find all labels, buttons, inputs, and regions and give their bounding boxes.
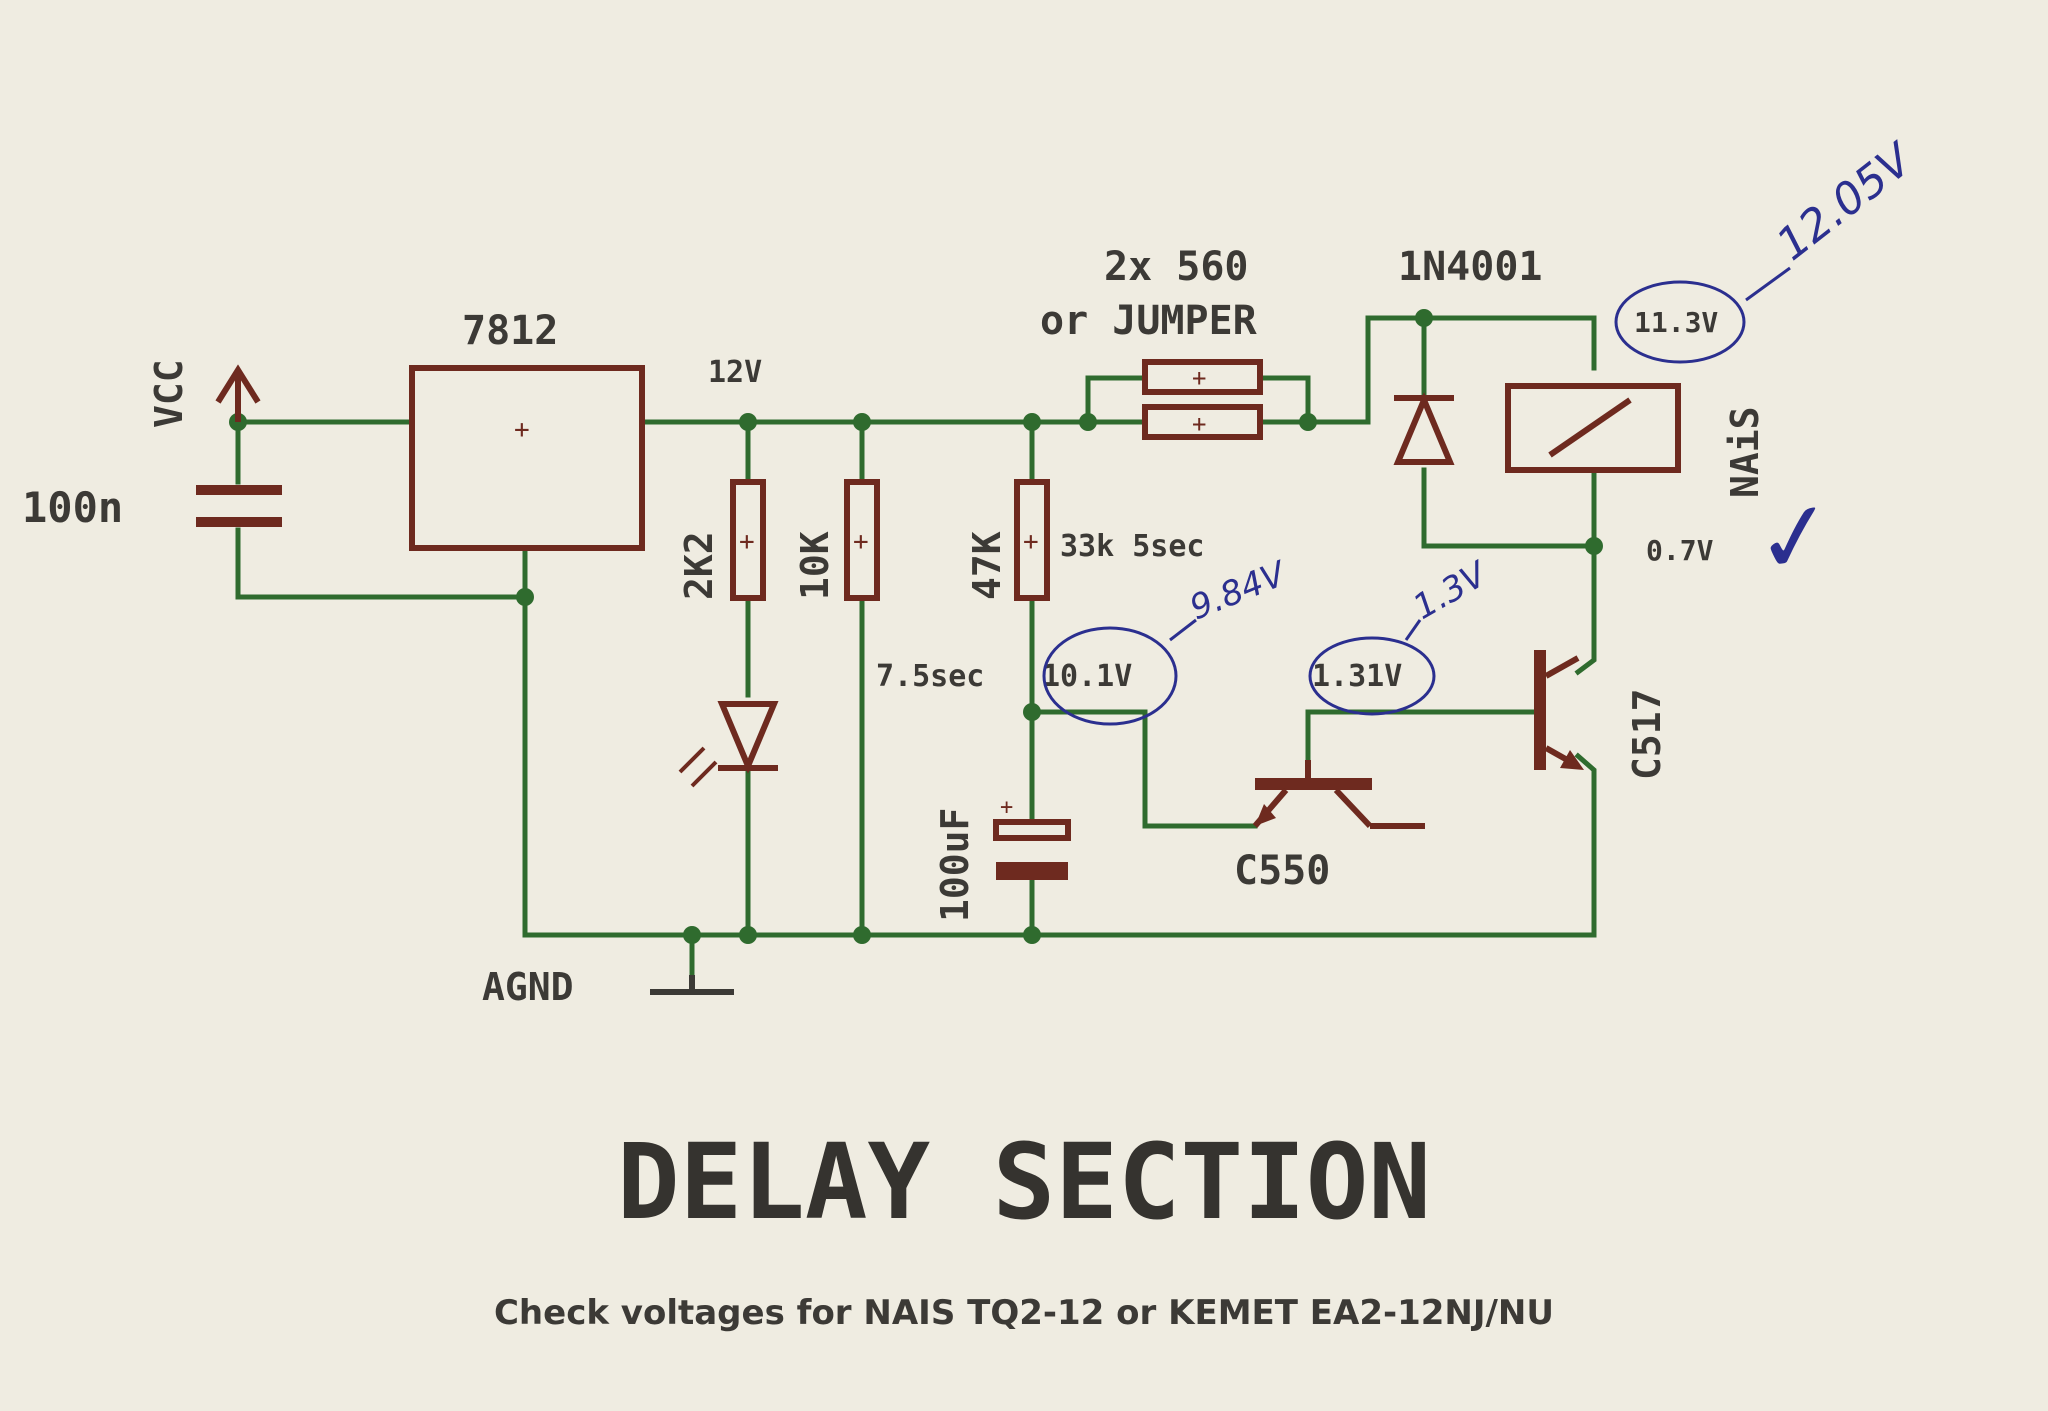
agnd-label: AGND [482, 965, 574, 1009]
junction [739, 926, 757, 944]
wire-cap-gnd [235, 527, 528, 600]
wire-relay-to-c517 [1574, 467, 1597, 676]
trans-c517-label: C517 [1625, 688, 1669, 780]
page-subtitle: Check voltages for NAIS TQ2-12 or KEMET … [494, 1293, 1554, 1333]
transistor-c550 [1252, 760, 1425, 829]
voltage-11-3v: 11.3V [1634, 306, 1718, 339]
leader-12-05v [1745, 266, 1791, 302]
wire-to-resistor-upper [1085, 375, 1148, 425]
res-560-label: 2x 560 [1104, 244, 1249, 290]
res-2k2-label: 2K2 [677, 531, 721, 600]
junction [516, 588, 534, 606]
junction [853, 413, 871, 431]
resistor-2k2: + [730, 479, 766, 601]
ground-symbol [650, 975, 734, 995]
junction [683, 926, 701, 944]
junctions [229, 309, 1603, 944]
svg-text:+: + [1023, 527, 1039, 557]
regulator-7812: + [409, 365, 645, 551]
junction [1023, 413, 1041, 431]
reg-7812-label: 7812 [462, 308, 558, 354]
relay-nais-label: NAiS [1723, 406, 1767, 498]
junction [1415, 309, 1433, 327]
junction [1023, 926, 1041, 944]
svg-text:+: + [1192, 364, 1206, 392]
svg-text:+: + [1192, 410, 1206, 438]
resistor-10k: + [844, 479, 880, 601]
note-33k-label: 33k 5sec [1060, 529, 1205, 564]
page-title: DELAY SECTION [617, 1121, 1431, 1243]
svg-text:+: + [853, 527, 869, 557]
ring-10-1v [1042, 626, 1178, 726]
wires [235, 315, 1597, 978]
svg-text:+: + [1000, 795, 1013, 820]
ring-11-3v [1614, 280, 1746, 364]
wire-c550-to-c517 [1305, 709, 1543, 763]
wire-to-relay [1305, 315, 1597, 425]
handwritten-9-84v: 9.84V [1184, 553, 1293, 628]
printed-labels: VCC 100n 7812 12V 2x 560 or JUMPER 1N400… [22, 244, 1767, 1009]
capacitor-100uf: + [993, 795, 1071, 880]
svg-text:+: + [739, 527, 755, 557]
voltage-10-1v: 10.1V [1042, 659, 1132, 694]
note-7-5sec-label: 7.5sec [876, 659, 984, 694]
check-mark-icon: ✓ [1748, 477, 1843, 599]
diode-1n4001-label: 1N4001 [1398, 244, 1543, 290]
leader-1-3v [1404, 619, 1422, 641]
leader-9-84v [1169, 618, 1197, 642]
junction [1023, 703, 1041, 721]
diode-1n4001 [1393, 392, 1455, 465]
or-jumper-label: or JUMPER [1040, 298, 1258, 344]
ring-1-31v [1308, 636, 1436, 716]
transistor-c517 [1534, 650, 1584, 770]
led [678, 701, 779, 788]
junction [853, 926, 871, 944]
junction [1299, 413, 1317, 431]
relay-nais [1505, 383, 1681, 473]
cap-100n-label: 100n [22, 483, 123, 532]
junction [1585, 537, 1603, 555]
vcc-symbol [215, 364, 261, 422]
voltage-0-7v: 0.7V [1646, 534, 1714, 567]
res-47k-label: 47K [965, 531, 1009, 600]
wire-to-c550-base [1029, 709, 1258, 829]
handwritten-annotations: 12.05V 9.84V 1.3V ✓ [1042, 133, 1924, 726]
cap-100uf-label: 100uF [933, 808, 977, 922]
handwritten-1-3v: 1.3V [1407, 553, 1496, 628]
junction [1079, 413, 1097, 431]
trans-c550-label: C550 [1234, 848, 1330, 894]
resistor-47k: + [1014, 479, 1050, 601]
capacitor-100n [196, 485, 282, 527]
wire-diode-bottom [1421, 467, 1597, 549]
junction [739, 413, 757, 431]
resistors-2x560: + + [1142, 359, 1263, 440]
voltage-1-31v: 1.31V [1312, 659, 1402, 694]
handwritten-12-05v: 12.05V [1767, 133, 1924, 271]
wire-c517-emitter [1574, 752, 1597, 938]
v12-label: 12V [708, 355, 762, 390]
wire-resistor-join [1257, 375, 1311, 425]
svg-text:+: + [514, 415, 530, 445]
vcc-label: VCC [147, 359, 191, 428]
res-10k-label: 10K [793, 531, 837, 600]
